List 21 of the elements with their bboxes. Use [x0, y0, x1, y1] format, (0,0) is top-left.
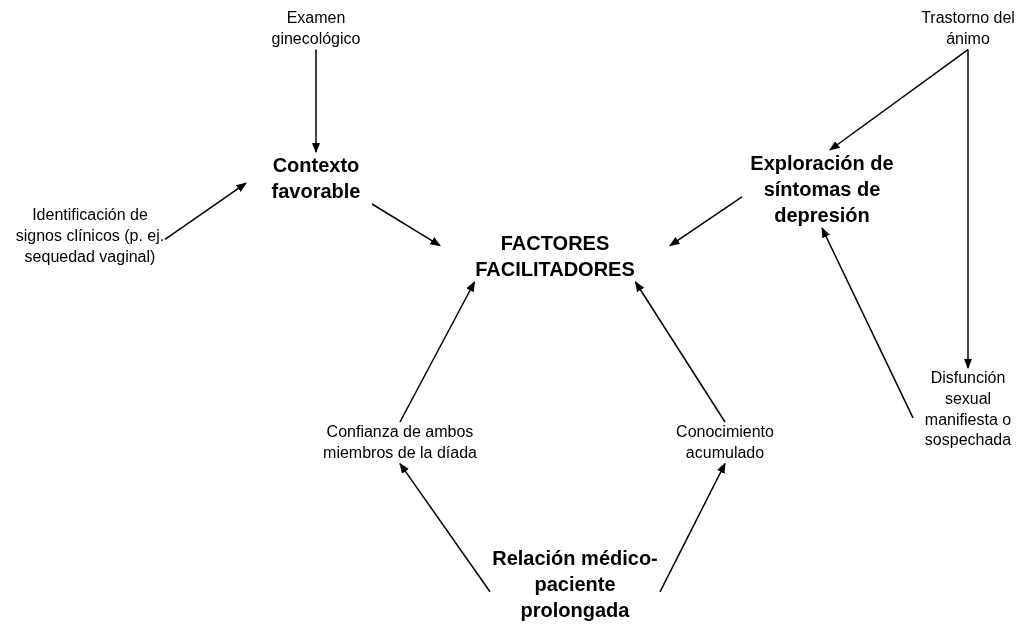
node-text: Relación médico-paciente prolongada	[491, 546, 659, 623]
arrow	[821, 227, 914, 419]
arrow	[829, 48, 969, 151]
node-text: Trastorno del ánimo	[920, 8, 1016, 49]
arrow	[399, 281, 476, 423]
arrow	[164, 182, 247, 241]
arrow	[634, 281, 726, 423]
arrow	[399, 462, 491, 593]
arrow	[659, 462, 726, 593]
node-text: Disfunción sexual manifiesta o sospechada	[923, 368, 1013, 451]
node-text: FACTORES FACILITADORES	[474, 231, 636, 282]
arrow	[963, 48, 973, 370]
node-text: Identificación de signos clínicos (p. ej. sequedad vaginal)	[15, 205, 165, 267]
arrow	[311, 48, 321, 154]
node-text: Contexto favorable	[270, 153, 362, 204]
node-text: Confianza de ambos miembros de la díada	[322, 422, 478, 463]
node-text: Examen ginecológico	[270, 8, 362, 49]
arrow	[371, 203, 441, 247]
node-text: Exploración de síntomas de depresión	[749, 151, 895, 228]
node-text: Conocimiento acumulado	[675, 422, 775, 463]
arrow	[669, 196, 743, 247]
